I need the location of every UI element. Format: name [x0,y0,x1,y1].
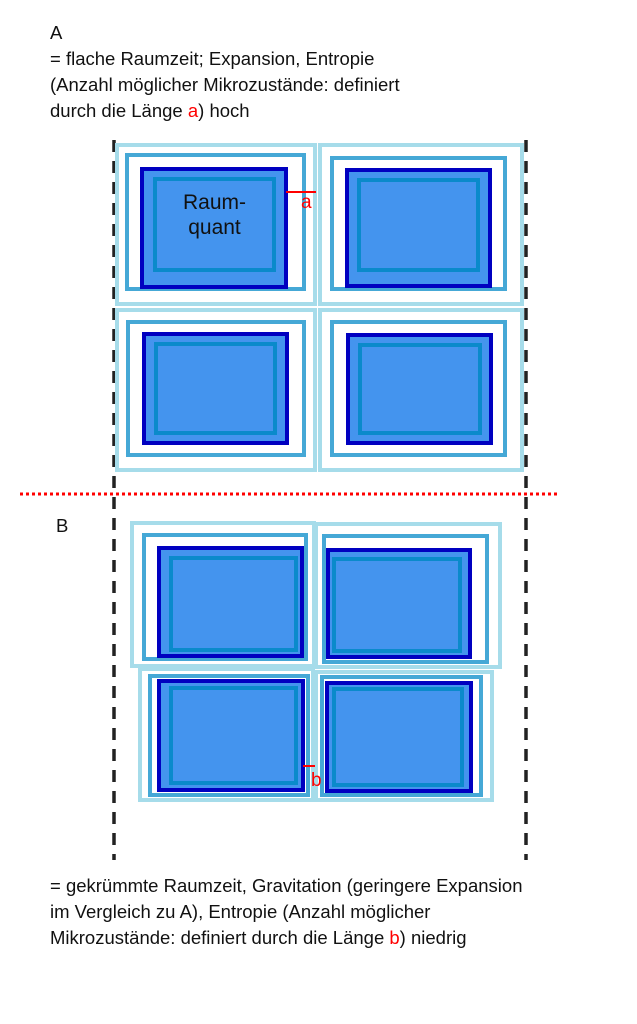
cell-b-1-middle-frame [142,533,308,661]
cell-b-2-inner-frame [332,557,462,653]
section-a-line-3-suffix: ) hoch [198,100,250,121]
space-quantum-label: Raum- quant [154,190,275,240]
section-b-description-line-1: = gekrümmte Raumzeit, Gravitation (gerin… [50,875,523,896]
section-b-description-line-2: im Vergleich zu A), Entropie (Anzahl mög… [50,901,431,922]
cell-b-4-space-quantum [325,681,473,793]
cell-b-3-inner-frame [169,686,298,785]
length-a-label: a [301,192,312,213]
length-a-highlight: a [187,100,199,121]
cell-b-4-middle-frame [320,675,483,797]
cell-b-3-middle-frame [148,674,310,797]
space-quantum-label-line-2: quant [188,216,241,239]
section-a-description-line-2: (Anzahl möglicher Mikrozustände: definie… [50,74,400,95]
cell-a-3-space-quantum [142,332,289,445]
space-quantum-label-line-1: Raum- [182,191,246,214]
cell-a-4-space-quantum [346,333,493,445]
cell-b-2-middle-frame [322,534,489,664]
cell-a-1-space-quantum [140,167,288,289]
cell-a-3-middle-frame [126,320,306,457]
cell-a-2-middle-frame [330,156,507,291]
section-a-description-line-1: = flache Raumzeit; Expansion, Entropie [50,48,375,69]
section-a-description-line-3: durch die Länge a) hoch [50,98,250,124]
section-a-line-3-prefix: durch die Länge [50,100,188,121]
cell-a-3-inner-frame [154,342,277,435]
length-b-label: b [311,770,322,791]
cell-b-3-space-quantum [157,679,305,792]
cell-a-1-inner-frame [153,177,276,272]
cell-a-4-inner-frame [358,343,482,435]
section-b-line-3-prefix: Mikrozustände: definiert durch die Länge [50,927,390,948]
section-a-heading: A [50,22,63,43]
cell-b-2-space-quantum [326,548,472,659]
cell-b-1-space-quantum [157,546,304,658]
section-b-line-3-suffix: ) niedrig [399,927,467,948]
cell-a-2-space-quantum [345,168,492,288]
length-b-highlight: b [389,927,400,948]
section-b-description-line-3: Mikrozustände: definiert durch die Länge… [50,925,467,951]
cell-b-4-inner-frame [332,687,464,787]
cell-b-1-inner-frame [169,556,298,652]
section-b-heading: B [56,515,69,536]
cell-a-4-middle-frame [330,320,507,457]
cell-a-2-inner-frame [357,178,480,272]
